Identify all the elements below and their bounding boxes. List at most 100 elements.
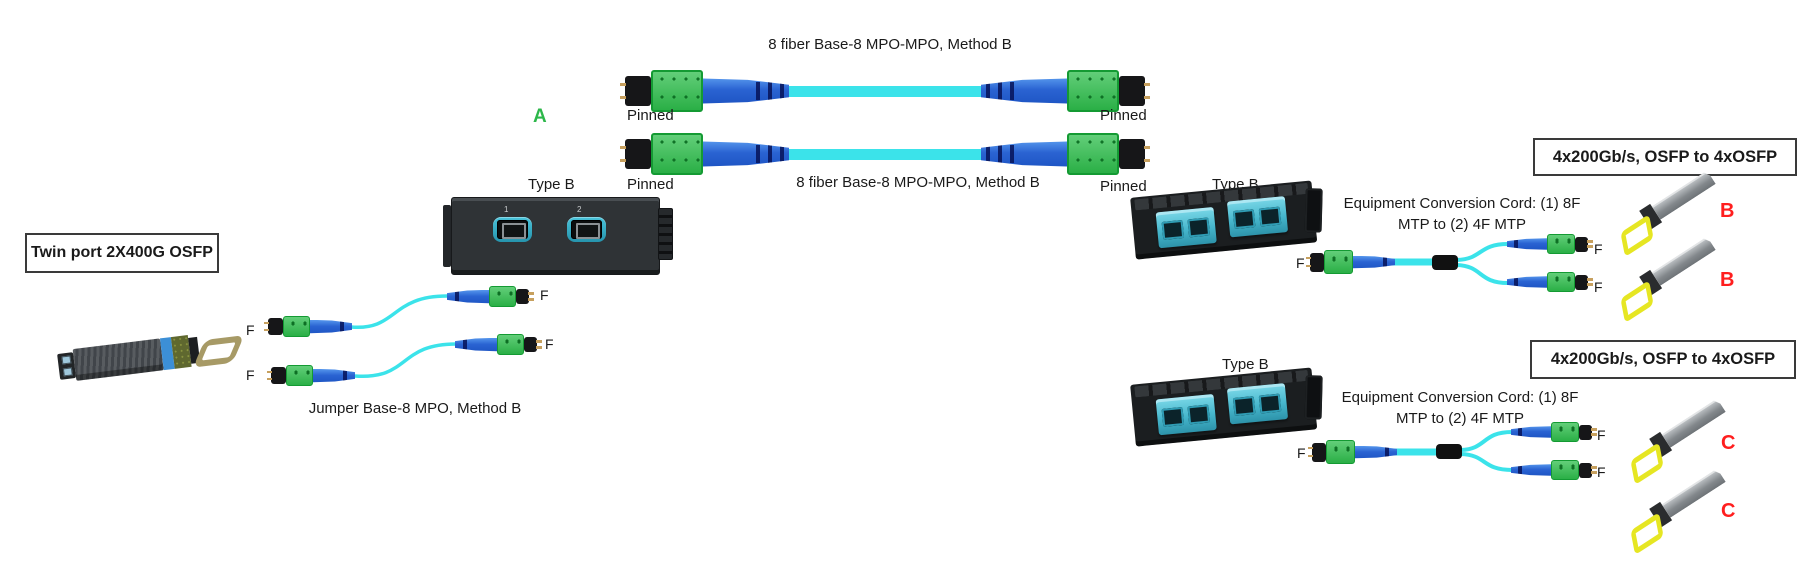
- f-end-label: F: [1597, 427, 1606, 443]
- cord-bottom-branch2-path: [1460, 452, 1513, 472]
- mpo-connector-icon: [497, 334, 524, 355]
- cassette-port-1: [493, 217, 532, 242]
- f-end-label: F: [545, 336, 554, 352]
- breakout-junction: [1432, 255, 1458, 270]
- switch-heading-box: Twin port 2X400G OSFP: [25, 233, 219, 273]
- aqua-adapter-block: [1155, 206, 1217, 249]
- cable-boot-icon: [703, 78, 789, 104]
- mpo-connector-icon: [1067, 133, 1119, 175]
- transceiver-body: [1662, 398, 1726, 447]
- cassette-rear-coupler: [658, 208, 673, 260]
- cassette-left-type-label: Type B: [528, 176, 575, 193]
- adapter-port: [1161, 406, 1185, 427]
- port-number-1: 1: [504, 205, 509, 214]
- mpo-connector-icon: [651, 70, 703, 112]
- mpo-connector-icon: [1324, 250, 1353, 274]
- mpo-tip-icon: [264, 318, 283, 335]
- pinned-label: Pinned: [627, 176, 674, 193]
- panel-bottom-type-label: Type B: [1222, 356, 1269, 373]
- pull-tab-icon: [1620, 279, 1654, 323]
- breakout-heading-box-top: 4x200Gb/s, OSFP to 4xOSFP: [1533, 138, 1797, 176]
- aqua-adapter-block: [1226, 196, 1289, 238]
- f-end-label: F: [1597, 464, 1606, 480]
- f-end-label: F: [1297, 445, 1306, 461]
- mpo-tip-icon: [1579, 462, 1597, 478]
- adapter-panel-top: [1130, 180, 1323, 260]
- mpo-connector-icon: [283, 316, 310, 337]
- module-heatsink-body: [72, 338, 164, 381]
- adapter-port: [1187, 404, 1211, 425]
- panel-clip: [1304, 188, 1323, 233]
- mpo-tip-icon: [1306, 252, 1324, 272]
- mpo-tip-icon: [267, 367, 286, 384]
- cable-boot-icon: [981, 141, 1067, 167]
- fiber-segment: [789, 148, 981, 160]
- marker-c: C: [1721, 500, 1736, 522]
- adapter-port: [1232, 209, 1256, 230]
- cassette-tab: [443, 205, 451, 267]
- cord-text-line1: Equipment Conversion Cord: (1) 8F: [1341, 389, 1579, 406]
- mpo-connector-icon: [1551, 460, 1579, 480]
- breakout-heading-box-bottom: 4x200Gb/s, OSFP to 4xOSFP: [1530, 340, 1796, 379]
- cord-top-branch1-connector: [1507, 234, 1593, 254]
- conversion-cord-text-top: Equipment Conversion Cord: (1) 8F MTP to…: [1338, 193, 1586, 235]
- pull-tab-icon: [1630, 441, 1664, 485]
- mpo-tip-icon: [620, 76, 651, 106]
- cable-boot-icon: [703, 141, 789, 167]
- jumper2-cable-path: [354, 342, 459, 378]
- f-end-label: F: [1594, 241, 1603, 257]
- cable-boot-icon: [981, 78, 1067, 104]
- aqua-adapter-block: [1226, 383, 1289, 425]
- osfp-module-left: [55, 315, 245, 396]
- marker-c: C: [1721, 432, 1736, 454]
- breakout-junction: [1436, 444, 1462, 459]
- adapter-port: [1258, 393, 1282, 414]
- marker-b: B: [1720, 200, 1735, 222]
- cable-boot-icon: [1507, 238, 1547, 250]
- cord-text-line2: MTP to (2) 4F MTP: [1397, 216, 1527, 233]
- jumper1-cable-path: [350, 294, 450, 329]
- port-adapter-frame: [502, 223, 526, 239]
- port-number-2: 2: [577, 205, 582, 214]
- f-end-label: F: [1296, 255, 1305, 271]
- trunk-cable-2: [620, 133, 1150, 175]
- panel-clip: [1304, 375, 1323, 420]
- mpo-connector-icon: [1551, 422, 1579, 442]
- mpo-tip-icon: [1575, 236, 1593, 252]
- mpo-connector-icon: [651, 133, 703, 175]
- transceiver-body: [1652, 236, 1716, 285]
- mpo-tip-icon: [1579, 424, 1597, 440]
- cord-top-trunk-connector: [1306, 250, 1395, 274]
- module-front-ports: [57, 352, 77, 380]
- jumper1-right-connector: [447, 286, 534, 307]
- cassette-body: [451, 197, 660, 275]
- cassette-port-2: [567, 217, 606, 242]
- mpo-tip-icon: [1308, 442, 1326, 462]
- mpo-cassette-left: [443, 197, 675, 275]
- transceiver-body: [1652, 170, 1716, 219]
- pull-tab-icon: [1630, 511, 1664, 555]
- adapter-port: [1187, 217, 1211, 238]
- f-end-label: F: [246, 367, 255, 383]
- cord-top-branch2-path: [1456, 263, 1509, 285]
- cord-bottom-trunk-connector: [1308, 440, 1397, 464]
- cable-boot-icon: [1353, 255, 1395, 269]
- cable-boot-icon: [455, 338, 497, 352]
- adapter-port: [1258, 206, 1282, 227]
- f-end-label: F: [1594, 279, 1603, 295]
- mpo-connector-icon: [1547, 234, 1575, 254]
- cord-bottom-branch2-connector: [1511, 460, 1597, 480]
- cord-bottom-branch1-path: [1460, 430, 1513, 452]
- mpo-tip-icon: [1575, 274, 1593, 290]
- trunk-cable-top-label: 8 fiber Base-8 MPO-MPO, Method B: [768, 36, 1012, 53]
- mpo-connector-icon: [1067, 70, 1119, 112]
- mpo-tip-icon: [524, 337, 542, 352]
- conversion-cord-text-bottom: Equipment Conversion Cord: (1) 8F MTP to…: [1336, 387, 1584, 429]
- jumper-label: Jumper Base-8 MPO, Method B: [308, 400, 522, 417]
- pinned-label: Pinned: [1100, 178, 1147, 195]
- transceiver-body: [1662, 468, 1726, 517]
- pinned-label: Pinned: [627, 107, 674, 124]
- f-end-label: F: [246, 322, 255, 338]
- cable-boot-icon: [1511, 426, 1551, 438]
